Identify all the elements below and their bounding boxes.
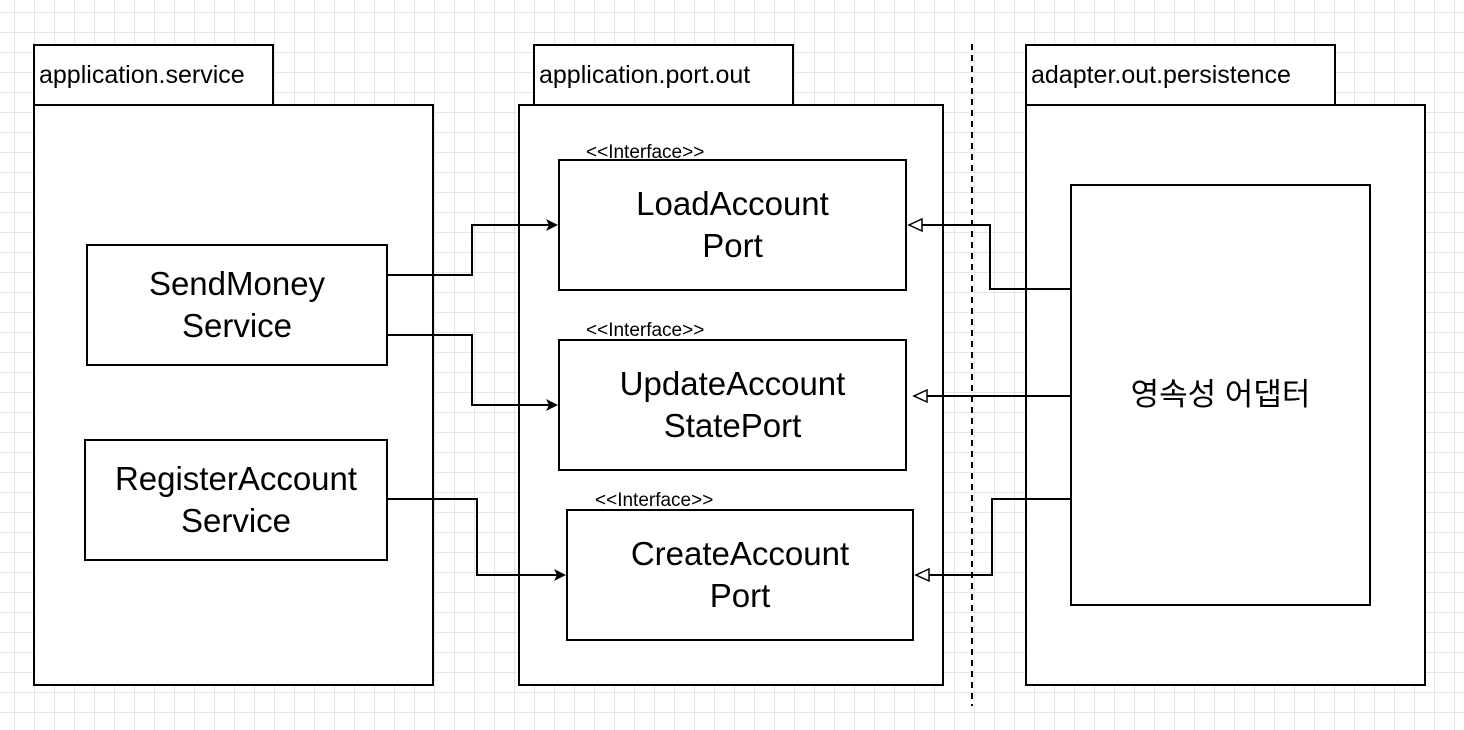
send-money-service-line2: Service: [181, 307, 293, 344]
load-account-port-line2: Port: [702, 227, 763, 264]
register-account-service-line1: RegisterAccount: [114, 460, 358, 497]
package-tab-application-port-out[interactable]: application.port.out: [533, 44, 794, 106]
update-account-state-port-box[interactable]: UpdateAccount StatePort: [558, 339, 907, 471]
package-tab-application-service[interactable]: application.service: [33, 44, 274, 106]
package-application-service[interactable]: [33, 104, 434, 686]
persistence-adapter-label: 영속성 어댑터: [1130, 377, 1311, 412]
dependency-send-money-to-load-port[interactable]: [388, 219, 558, 276]
create-account-port-line1: CreateAccount: [630, 535, 850, 572]
update-account-state-port-stereotype: <<Interface>>: [586, 320, 705, 341]
register-account-service-box[interactable]: RegisterAccount Service: [84, 439, 388, 561]
package-label-application-port-out: application.port.out: [539, 60, 751, 89]
package-tab-adapter-out-persistence[interactable]: adapter.out.persistence: [1025, 44, 1336, 106]
package-label-application-service: application.service: [39, 60, 245, 89]
persistence-adapter-box[interactable]: 영속성 어댑터: [1070, 184, 1371, 606]
realization-adapter-to-create-port[interactable]: [916, 498, 1070, 575]
load-account-port-line1: LoadAccount: [636, 185, 829, 222]
dependency-send-money-to-update-port[interactable]: [388, 334, 558, 411]
register-account-service-line2: Service: [180, 502, 292, 539]
create-account-port-stereotype: <<Interface>>: [595, 490, 714, 511]
create-account-port-line2: Port: [709, 577, 771, 614]
send-money-service-box[interactable]: SendMoney Service: [86, 244, 388, 366]
create-account-port-box[interactable]: CreateAccount Port: [566, 509, 914, 641]
dependency-register-account-to-create-port[interactable]: [388, 498, 566, 581]
load-account-port-stereotype: <<Interface>>: [586, 142, 705, 163]
realization-adapter-to-load-port[interactable]: [909, 225, 1070, 290]
load-account-port-box[interactable]: LoadAccount Port: [558, 159, 907, 291]
update-account-state-port-line1: UpdateAccount: [619, 365, 846, 402]
send-money-service-line1: SendMoney: [148, 265, 326, 302]
update-account-state-port-line2: StatePort: [663, 407, 802, 444]
package-label-adapter-out-persistence: adapter.out.persistence: [1031, 60, 1291, 89]
